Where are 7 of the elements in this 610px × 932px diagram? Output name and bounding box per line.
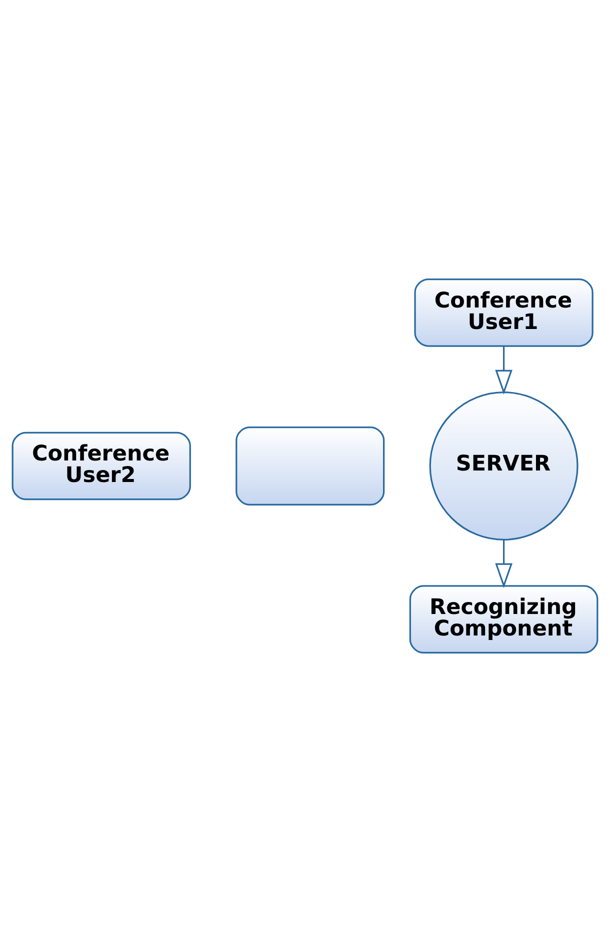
node-box: Conference User1 <box>414 278 594 347</box>
arrow <box>495 540 512 588</box>
node-circle: SERVER <box>429 391 578 541</box>
node-box: Recognizing Component <box>409 585 598 654</box>
node-box <box>236 426 385 506</box>
node-box: Conference User2 <box>12 432 191 500</box>
arrow <box>495 346 512 395</box>
